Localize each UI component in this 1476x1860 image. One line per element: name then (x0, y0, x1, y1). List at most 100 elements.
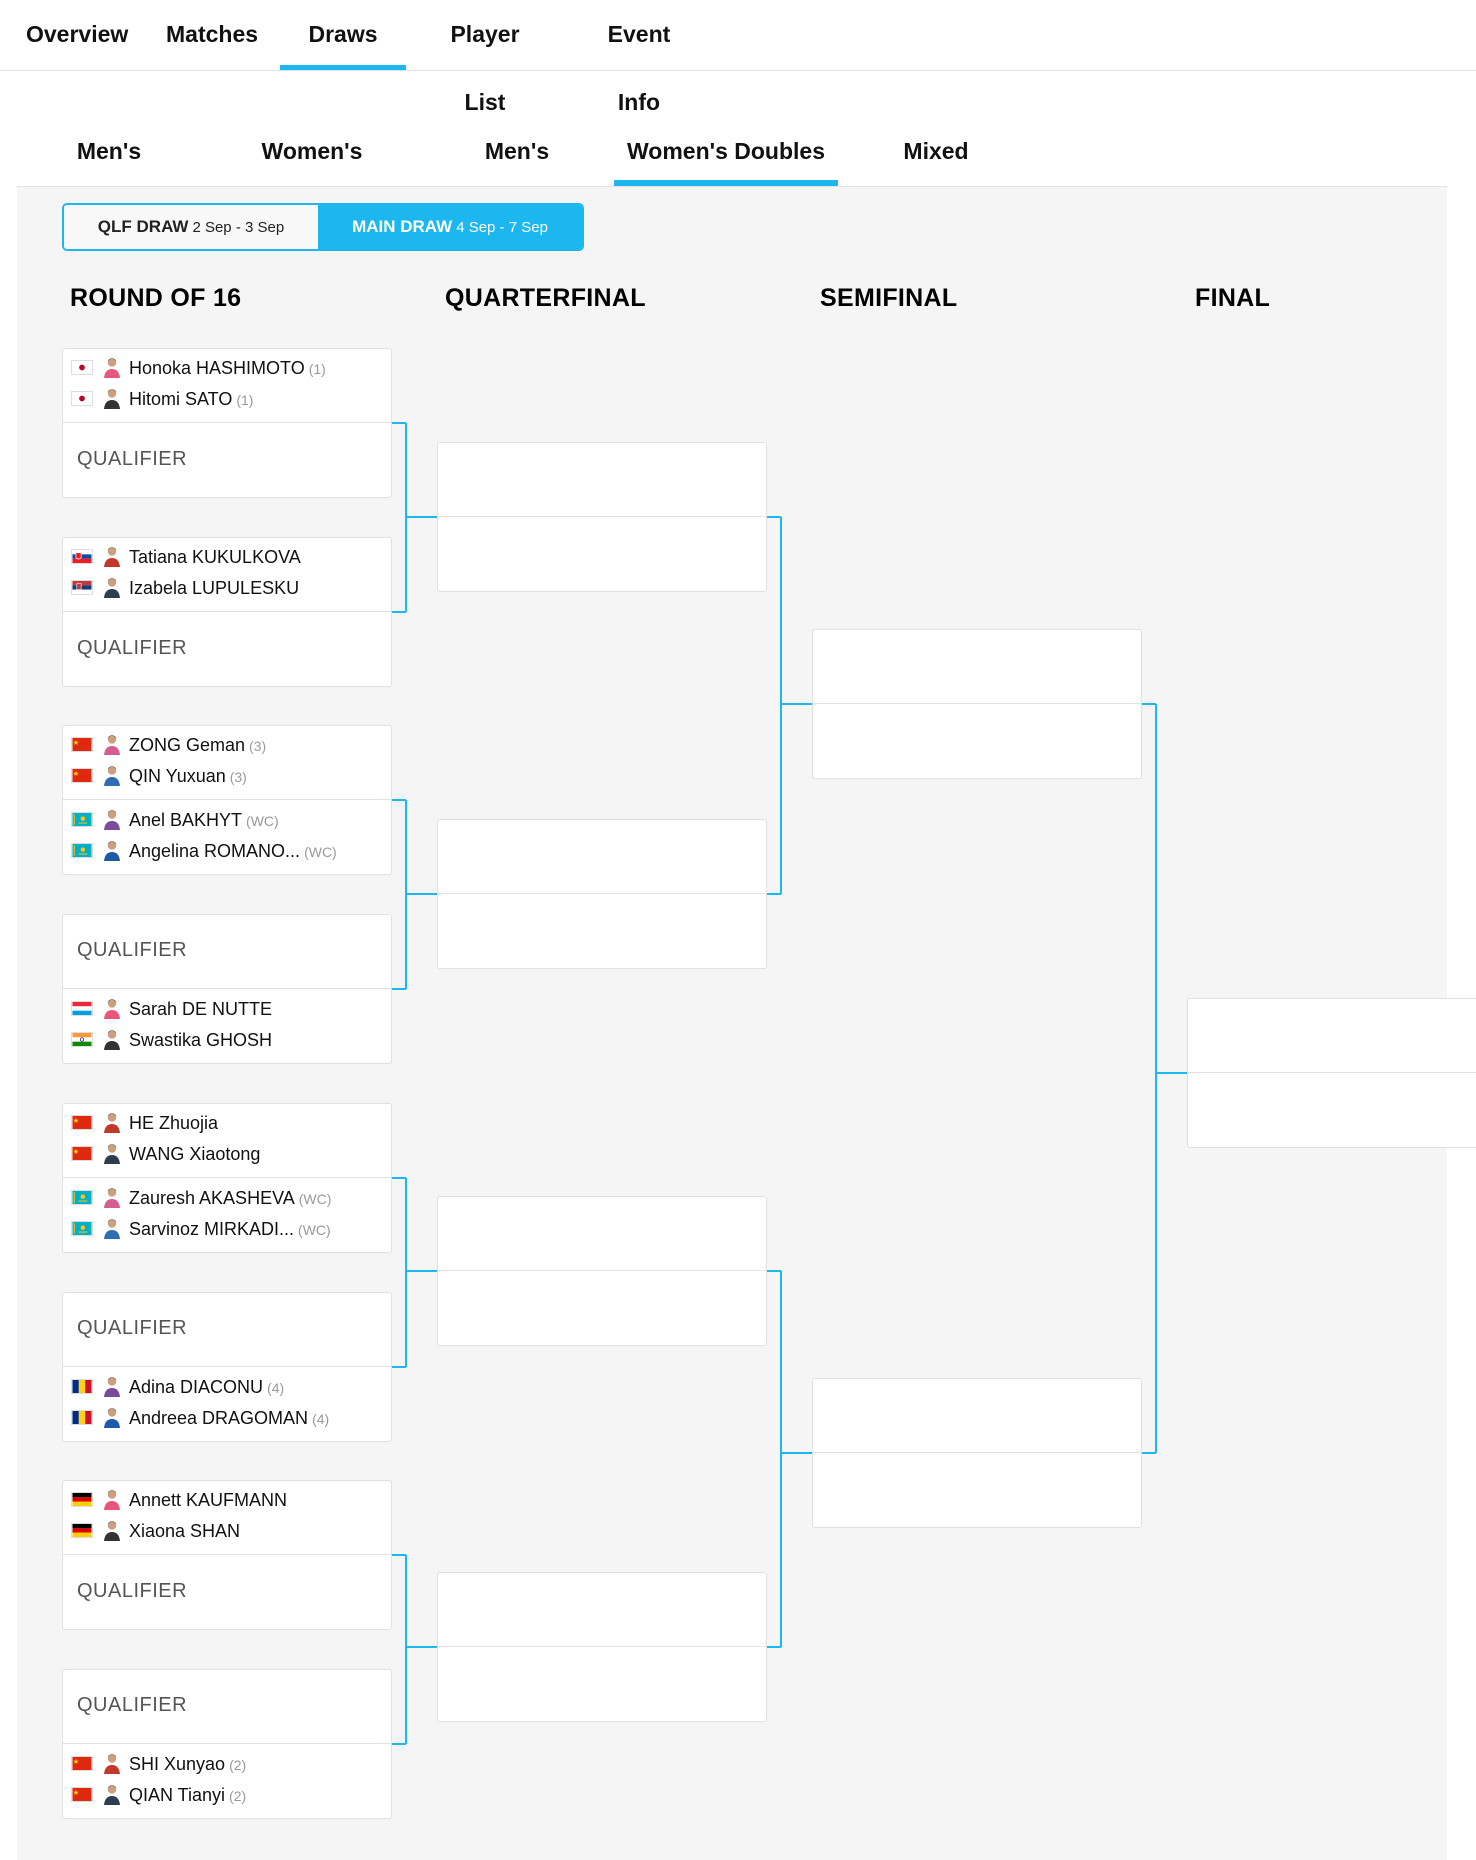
match-slot-bottom[interactable] (438, 1648, 766, 1722)
nav-tab-event-info[interactable]: Event Info (607, 21, 671, 115)
player-name: Annett KAUFMANN (129, 1490, 288, 1510)
match-slot-top[interactable]: Honoka HASHIMOTO(1) Hitomi SATO(1) (63, 349, 391, 423)
player-seed: (WC) (298, 1222, 331, 1238)
player-entry[interactable]: SHI Xunyao(2) (71, 1752, 246, 1776)
match-slot-bottom[interactable] (813, 1454, 1141, 1528)
player-entry[interactable]: Annett KAUFMANN (71, 1488, 287, 1512)
player-avatar-icon (101, 1519, 123, 1542)
player-name: Xiaona SHAN (129, 1521, 241, 1541)
match-slot-top[interactable] (438, 1573, 766, 1647)
quarterfinal-match[interactable] (437, 819, 767, 969)
player-avatar-icon (101, 1028, 123, 1051)
nav-tab-draws[interactable]: Draws (280, 0, 406, 70)
player-name: Hitomi SATO (129, 389, 233, 409)
player-entry[interactable]: Zauresh AKASHEVA(WC) (71, 1186, 331, 1210)
match-slot-top[interactable] (438, 1197, 766, 1271)
player-entry[interactable]: ZONG Geman(3) (71, 733, 266, 757)
player-entry[interactable]: WANG Xiaotong (71, 1142, 260, 1166)
player-avatar-icon (101, 356, 123, 379)
player-entry[interactable]: Adina DIACONU(4) (71, 1375, 284, 1399)
round-of-16-match[interactable]: Honoka HASHIMOTO(1) Hitomi SATO(1) QUALIFI… (62, 348, 392, 498)
event-tab-womens-doubles[interactable]: Women's Doubles (614, 120, 838, 186)
round-of-16-match[interactable]: Tatiana KUKULKOVA Izabela LUPULESKU QUALIF… (62, 537, 392, 687)
match-slot-top[interactable]: Annett KAUFMANN Xiaona SHAN (63, 1481, 391, 1555)
player-seed: (1) (236, 392, 254, 408)
round-of-16-match[interactable]: QUALIFIER Sarah DE NUTTE Swastika GHOSH (62, 914, 392, 1064)
match-slot-bottom[interactable]: Zauresh AKASHEVA(WC) Sarvinoz MIRKADI...(… (63, 1179, 391, 1253)
quarterfinal-match[interactable] (437, 1196, 767, 1346)
player-name: WANG Xiaotong (129, 1144, 261, 1164)
flag-icon (71, 811, 93, 827)
player-avatar-icon (101, 1142, 123, 1165)
match-slot-top[interactable] (1188, 999, 1476, 1073)
player-entry[interactable]: Xiaona SHAN (71, 1519, 240, 1543)
quarterfinal-match[interactable] (437, 1572, 767, 1722)
flag-icon (71, 390, 93, 406)
qualifier-placeholder: QUALIFIER (77, 637, 188, 659)
match-slot-bottom[interactable]: QUALIFIER (63, 1556, 391, 1630)
match-slot-bottom[interactable]: Anel BAKHYT(WC) Angelina ROMANO...(WC) (63, 801, 391, 875)
player-name: Andreea DRAGOMAN (129, 1408, 309, 1428)
match-slot-bottom[interactable]: Adina DIACONU(4) Andreea DRAGOMAN(4) (63, 1368, 391, 1442)
round-of-16-match[interactable]: QUALIFIER Adina DIACONU(4) Andreea DRAGOMA… (62, 1292, 392, 1442)
round-of-16-match[interactable]: Annett KAUFMANN Xiaona SHAN QUALIFIER (62, 1480, 392, 1630)
match-slot-bottom[interactable] (438, 518, 766, 592)
event-tab-mixed-doubles[interactable]: Mixed Doubles (891, 138, 982, 226)
match-slot-top[interactable]: Tatiana KUKULKOVA Izabela LUPULESKU (63, 538, 391, 612)
round-of-16-match[interactable]: ZONG Geman(3) QIN Yuxuan(3) Anel BAKHYT(WC… (62, 725, 392, 875)
match-slot-top[interactable]: QUALIFIER (63, 915, 391, 989)
match-slot-top[interactable] (438, 443, 766, 517)
match-slot-bottom[interactable]: QUALIFIER (63, 424, 391, 498)
event-tab-womens-singles[interactable]: Women's Singles (261, 138, 363, 226)
player-entry[interactable]: Tatiana KUKULKOVA (71, 545, 301, 569)
player-name: HE Zhuojia (129, 1113, 219, 1133)
semifinal-match[interactable] (812, 1378, 1142, 1528)
player-entry[interactable]: Angelina ROMANO...(WC) (71, 839, 337, 863)
player-entry[interactable]: QIAN Tianyi(2) (71, 1783, 246, 1807)
player-seed: (2) (229, 1757, 247, 1773)
match-slot-bottom[interactable] (438, 1272, 766, 1346)
semifinal-match[interactable] (812, 629, 1142, 779)
player-entry[interactable]: Anel BAKHYT(WC) (71, 808, 279, 832)
nav-tab-player-list[interactable]: Player List (450, 21, 520, 115)
match-slot-top[interactable]: QUALIFIER (63, 1293, 391, 1367)
player-entry[interactable]: QIN Yuxuan(3) (71, 764, 247, 788)
nav-tab-overview[interactable]: Overview (26, 21, 129, 47)
player-avatar-icon (101, 387, 123, 410)
event-tab-mens-doubles[interactable]: Men's Doubles (472, 138, 563, 226)
match-slot-bottom[interactable] (438, 895, 766, 969)
match-slot-top[interactable] (813, 630, 1141, 704)
match-slot-top[interactable] (813, 1379, 1141, 1453)
match-slot-bottom[interactable] (1188, 1074, 1476, 1148)
match-slot-bottom[interactable]: SHI Xunyao(2) QIAN Tianyi(2) (63, 1745, 391, 1819)
qlf-draw-dates: 2 Sep - 3 Sep (192, 219, 285, 236)
player-entry[interactable]: Sarvinoz MIRKADI...(WC) (71, 1217, 331, 1241)
player-entry[interactable]: Sarah DE NUTTE (71, 997, 272, 1021)
match-slot-bottom[interactable]: QUALIFIER (63, 613, 391, 687)
flag-icon (71, 1000, 93, 1016)
event-tab-mens-singles[interactable]: Men's Singles (68, 138, 150, 226)
match-slot-top[interactable]: ZONG Geman(3) QIN Yuxuan(3) (63, 726, 391, 800)
nav-tab-matches[interactable]: Matches (166, 21, 259, 47)
quarterfinal-match[interactable] (437, 442, 767, 592)
player-entry[interactable]: Andreea DRAGOMAN(4) (71, 1406, 329, 1430)
player-name: QIAN Tianyi (129, 1785, 226, 1805)
match-slot-top[interactable]: QUALIFIER (63, 1670, 391, 1744)
player-entry[interactable]: HE Zhuojia (71, 1111, 218, 1135)
player-entry[interactable]: Honoka HASHIMOTO(1) (71, 356, 326, 380)
match-slot-bottom[interactable]: Sarah DE NUTTE Swastika GHOSH (63, 990, 391, 1064)
flag-icon (71, 1755, 93, 1771)
player-entry[interactable]: Izabela LUPULESKU (71, 576, 299, 600)
player-entry[interactable]: Hitomi SATO(1) (71, 387, 253, 411)
player-entry[interactable]: Swastika GHOSH (71, 1028, 272, 1052)
player-avatar-icon (101, 808, 123, 831)
match-slot-bottom[interactable] (813, 705, 1141, 779)
flag-icon (71, 1378, 93, 1394)
match-slot-top[interactable] (438, 820, 766, 894)
round-of-16-match[interactable]: QUALIFIER SHI Xunyao(2) QIAN Tianyi(2) (62, 1669, 392, 1819)
final-match[interactable] (1187, 998, 1476, 1148)
